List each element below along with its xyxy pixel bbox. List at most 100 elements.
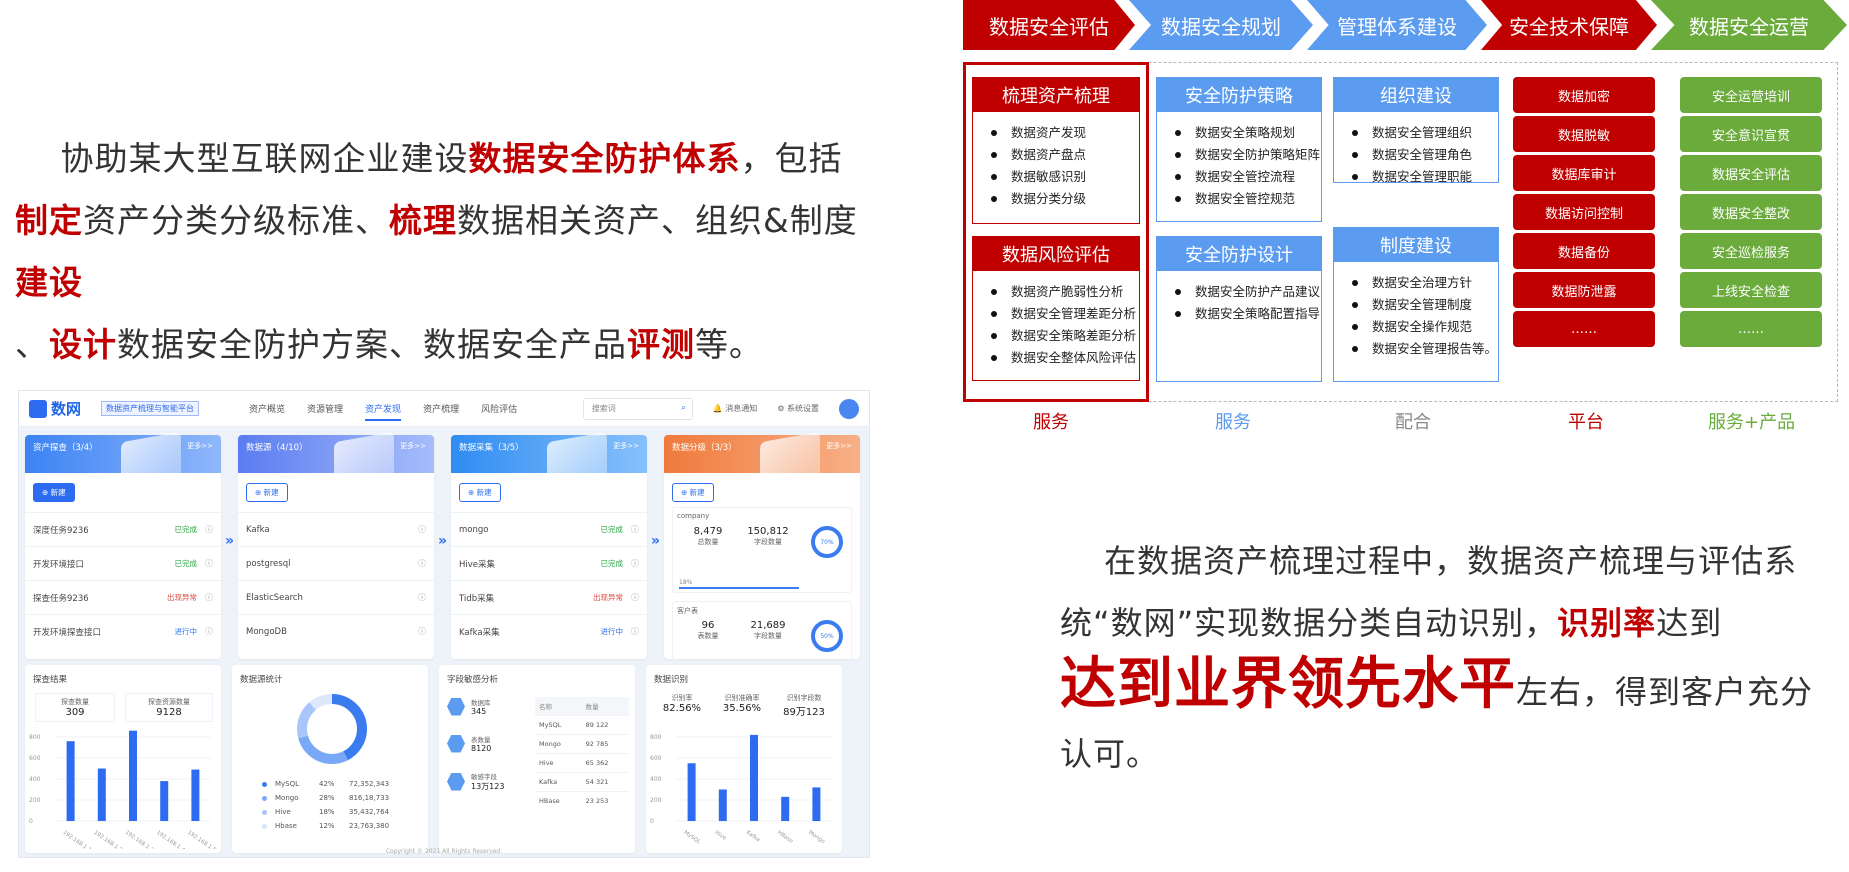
new-button[interactable]: ⊕ 新建 xyxy=(246,483,288,502)
settings-link[interactable]: ⚙ 系统设置 xyxy=(777,404,819,413)
table-row[interactable]: ElasticSearch ⓘ xyxy=(238,580,434,614)
row-name: 深度任务9236 xyxy=(33,525,89,536)
status-badge: 出现异常 xyxy=(167,593,197,602)
chevrons-right-icon: » xyxy=(651,533,661,549)
y-tick-label: 200 xyxy=(29,797,41,804)
search-input[interactable]: 搜索词⌕ xyxy=(582,397,693,420)
new-button[interactable]: ⊕ 新建 xyxy=(33,483,75,502)
brand-logo[interactable]: 数网 xyxy=(29,398,81,419)
info-icon[interactable]: ⓘ xyxy=(631,593,639,602)
more-link[interactable]: 更多>> xyxy=(826,442,852,450)
intro-text: 等。 xyxy=(695,325,763,364)
main-nav: 资产概览 资源管理 资产发现 资产梳理 风险评估 xyxy=(249,402,539,421)
search-icon[interactable]: ⌕ xyxy=(681,402,686,412)
more-link[interactable]: 更多>> xyxy=(400,442,426,450)
list-item: 数据安全防护策略矩阵 xyxy=(1175,144,1321,166)
dashboard-screenshot: 数网 数据资产梳理与智能平台 资产概览资源管理资产发现资产梳理风险评估 搜索词⌕… xyxy=(18,390,870,858)
card-illustration xyxy=(334,431,394,493)
x-tick-label: Hive xyxy=(714,830,728,842)
info-icon[interactable]: ⓘ xyxy=(631,627,639,636)
list-item: 数据安全管控流程 xyxy=(1175,166,1321,188)
panel-title: 探查结果 xyxy=(33,675,68,685)
capability-pill: 数据脱敏 xyxy=(1513,116,1655,152)
info-icon[interactable]: ⓘ xyxy=(205,525,213,534)
conclusion-text: 在数据资产梳理过程中，数据资产梳理与评估系统“数网”实现数据分类自动识别， xyxy=(1060,542,1798,642)
dashboard-topbar: 数网 数据资产梳理与智能平台 资产概览资源管理资产发现资产梳理风险评估 搜索词⌕… xyxy=(19,391,869,427)
intro-text: 数据安全防护方案、数据安全产品 xyxy=(117,325,627,364)
intro-highlight: 数据安全防护体系 xyxy=(468,139,741,178)
info-icon[interactable]: ⓘ xyxy=(418,525,426,534)
bar xyxy=(812,787,821,821)
info-icon[interactable]: ⓘ xyxy=(418,559,426,568)
list-item: 数据安全策略规划 xyxy=(1175,122,1321,144)
more-link[interactable]: 更多>> xyxy=(613,442,639,450)
nav-item[interactable]: 资产概览 xyxy=(249,405,286,415)
row-name: ElasticSearch xyxy=(246,592,303,603)
copyright: Copyright © 2021 All Rights Reserved. xyxy=(385,848,503,855)
status-badge: 已完成 xyxy=(174,559,198,568)
list-item: 数据安全整体风险评估 xyxy=(991,347,1139,369)
new-button[interactable]: ⊕ 新建 xyxy=(459,483,501,502)
more-link[interactable]: 更多>> xyxy=(187,442,213,450)
bar xyxy=(750,734,758,821)
info-icon[interactable]: ⓘ xyxy=(205,627,213,636)
info-icon[interactable]: ⓘ xyxy=(631,559,639,568)
capability-pill: 数据访问控制 xyxy=(1513,194,1655,230)
panel-title: 字段敏感分析 xyxy=(447,675,499,685)
hexagon-icon xyxy=(447,734,465,753)
info-icon[interactable]: ⓘ xyxy=(631,525,639,534)
intro-text: 、 xyxy=(15,325,49,364)
info-icon[interactable]: ⓘ xyxy=(418,627,426,636)
card-illustration xyxy=(760,431,820,493)
info-icon[interactable]: ⓘ xyxy=(205,593,213,602)
phase-chevron: 数据安全评估 xyxy=(963,0,1135,50)
list-item: 数据安全管控规范 xyxy=(1175,188,1321,210)
info-icon[interactable]: ⓘ xyxy=(418,593,426,602)
group-protection-strategy: 安全防护策略 数据安全策略规划数据安全防护策略矩阵数据安全管控流程数据安全管控规… xyxy=(1156,77,1322,222)
notifications-link[interactable]: 🔔 消息通知 xyxy=(712,404,758,413)
intro-highlight: 设计 xyxy=(49,325,117,364)
group-organization: 组织建设 数据安全管理组织数据安全管理角色数据安全管理职能 xyxy=(1333,77,1499,184)
nav-item[interactable]: 资源管理 xyxy=(307,405,344,415)
y-tick-label: 600 xyxy=(650,755,662,762)
status-badge: 已完成 xyxy=(600,559,624,568)
bar xyxy=(160,781,169,821)
row-name: mongo xyxy=(459,524,489,535)
nav-item[interactable]: 风险评估 xyxy=(481,405,518,415)
nav-item[interactable]: 资产梳理 xyxy=(423,405,460,415)
info-icon[interactable]: ⓘ xyxy=(205,559,213,568)
new-button[interactable]: ⊕ 新建 xyxy=(672,483,714,502)
nav-item[interactable]: 资产发现 xyxy=(365,405,402,421)
intro-highlight: 制定 xyxy=(15,201,83,240)
y-tick-label: 400 xyxy=(29,776,41,783)
intro-text: 协助某大型互联网企业建设 xyxy=(60,139,469,178)
group-title: 梳理资产梳理 xyxy=(973,78,1139,112)
list-item: 数据资产脆弱性分析 xyxy=(991,281,1139,303)
table-header: 数量 xyxy=(585,703,599,711)
intro-highlight: 建设 xyxy=(15,263,83,302)
y-tick-label: 0 xyxy=(650,818,654,825)
x-tick-label: 192.168.1.4 xyxy=(155,830,186,849)
avatar[interactable] xyxy=(839,398,859,419)
conclusion-highlight: 识别率 xyxy=(1557,604,1657,642)
y-tick-label: 400 xyxy=(650,776,662,783)
capability-pill: 数据库审计 xyxy=(1513,155,1655,191)
